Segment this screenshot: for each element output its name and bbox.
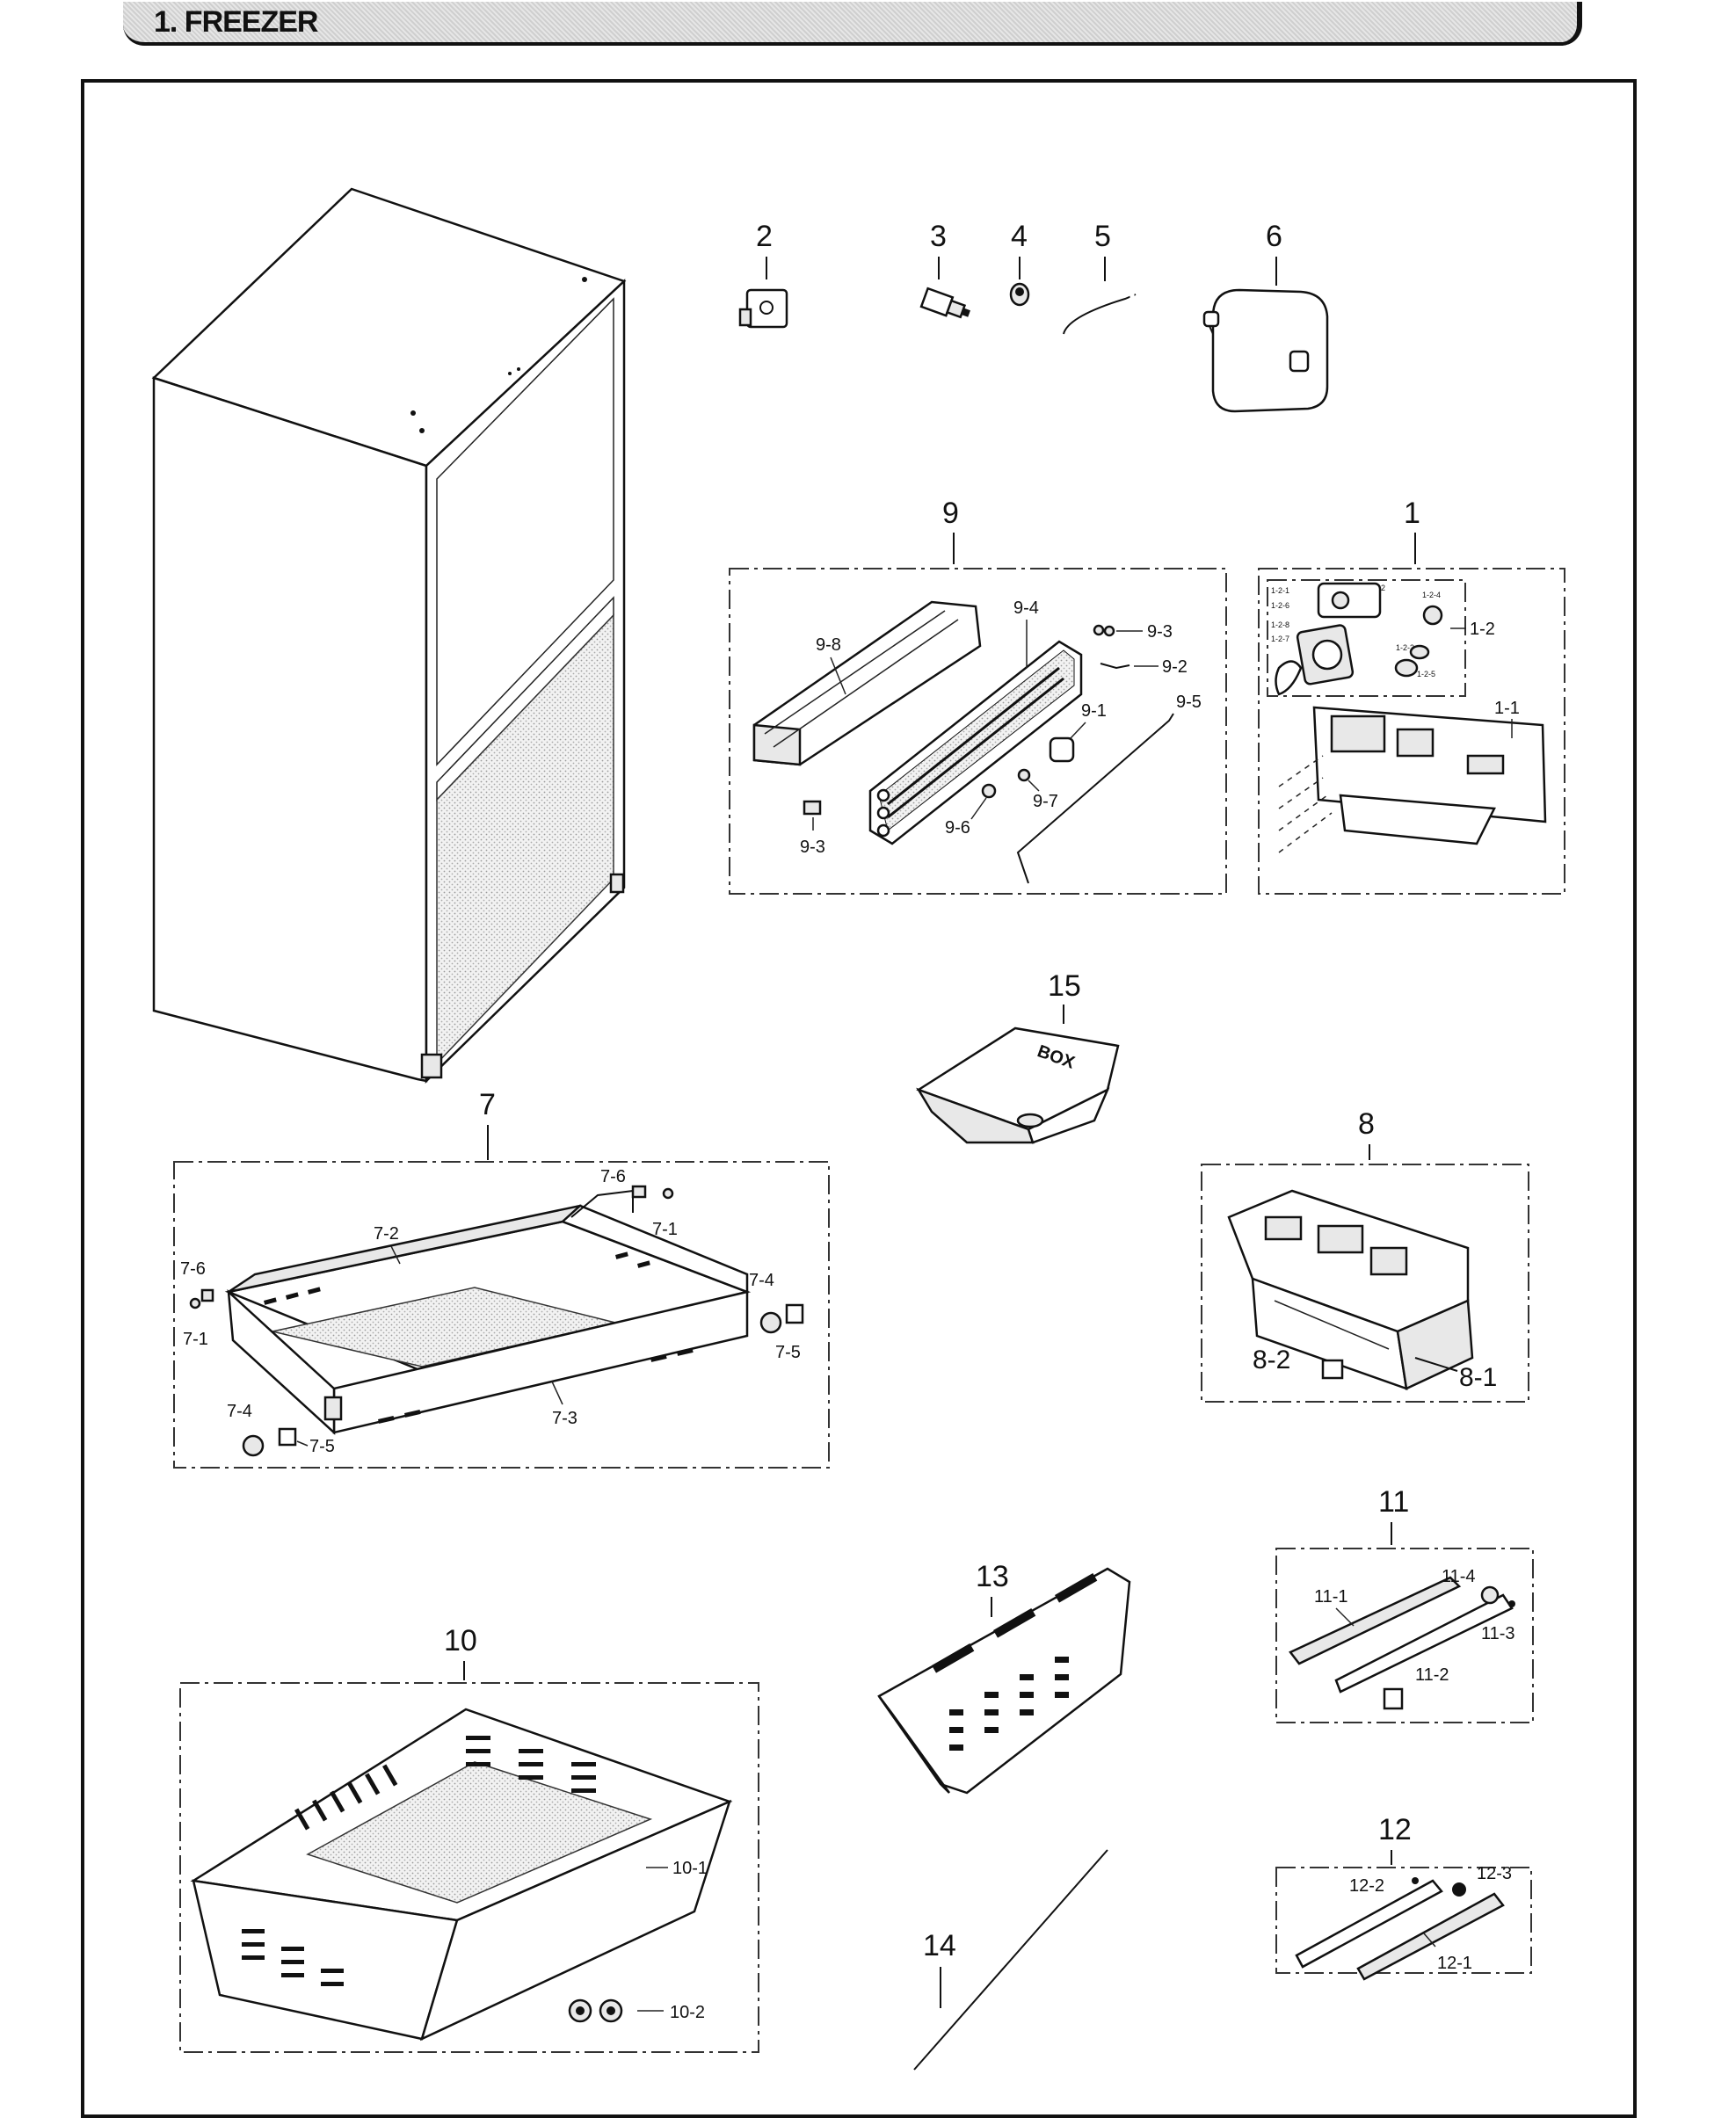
callout-7-5-right: 7-5 bbox=[775, 1343, 801, 1362]
callout-11-3: 11-3 bbox=[1481, 1624, 1515, 1643]
callout-1-2-5: 1-2-5 bbox=[1417, 670, 1435, 678]
callout-7-6-left: 7-6 bbox=[180, 1259, 206, 1279]
part-11-rail-group: 11 11-1 11-4 11-3 11-2 bbox=[1275, 1485, 1534, 1723]
callout-7-5-bottom: 7-5 bbox=[309, 1437, 335, 1456]
callout-15: 15 bbox=[1048, 969, 1081, 1003]
callout-9-7: 9-7 bbox=[1033, 792, 1058, 811]
callout-9-8: 9-8 bbox=[816, 635, 841, 655]
part-5-tube: 5 bbox=[1063, 220, 1137, 413]
callout-12-2: 12-2 bbox=[1349, 1876, 1384, 1896]
callout-8-1: 8-1 bbox=[1459, 1363, 1497, 1392]
callout-7-2: 7-2 bbox=[374, 1224, 399, 1244]
page-title: 1. FREEZER bbox=[154, 5, 318, 39]
callout-13: 13 bbox=[976, 1560, 1009, 1593]
part-10-lower-basket-group: 10 10-1 10-2 bbox=[179, 1624, 759, 2053]
part-6-cover: 6 bbox=[1202, 220, 1329, 413]
callout-11-2: 11-2 bbox=[1415, 1665, 1449, 1685]
callout-9-3-top: 9-3 bbox=[1147, 622, 1173, 642]
part-1-fan-assembly-group: 1 1-2-1 1-2-6 1-2-8 1-2-7 1-2-2 1-2-4 1-… bbox=[1258, 497, 1565, 895]
callout-7-1-top: 7-1 bbox=[652, 1220, 678, 1239]
callout-1: 1 bbox=[1404, 497, 1420, 530]
callout-4: 4 bbox=[1011, 220, 1028, 253]
callout-14: 14 bbox=[923, 1929, 956, 1962]
part-2-bracket: 2 bbox=[738, 220, 788, 329]
part-15-ice-tray: 15 BOX bbox=[916, 969, 1120, 1144]
callout-1-1: 1-1 bbox=[1494, 699, 1520, 718]
callout-7-6-top: 7-6 bbox=[600, 1167, 626, 1186]
callout-9-6: 9-6 bbox=[945, 818, 970, 838]
part-13-basket: 13 bbox=[877, 1560, 1131, 1795]
part-8-ice-maker-group: 8 8-2 8-1 bbox=[1201, 1107, 1529, 1403]
callout-10-1: 10-1 bbox=[672, 1859, 708, 1878]
callout-11: 11 bbox=[1378, 1485, 1409, 1519]
callout-12-1: 12-1 bbox=[1437, 1954, 1472, 1973]
callout-1-2-8: 1-2-8 bbox=[1271, 620, 1289, 629]
part-7-upper-drawer-group: 7 7-2 7-3 7-6 7-1 7-6 7-1 bbox=[173, 1088, 830, 1469]
callout-12: 12 bbox=[1378, 1813, 1412, 1846]
callout-11-4: 11-4 bbox=[1442, 1567, 1476, 1586]
callout-7-4-bottom: 7-4 bbox=[227, 1402, 252, 1421]
callout-1-2-3: 1-2-3 bbox=[1396, 643, 1414, 652]
callout-9-3-bottom: 9-3 bbox=[800, 838, 825, 857]
callout-11-1: 11-1 bbox=[1314, 1587, 1348, 1607]
callout-9-4: 9-4 bbox=[1013, 598, 1039, 618]
callout-2: 2 bbox=[756, 220, 773, 253]
callout-9-1: 9-1 bbox=[1081, 701, 1107, 721]
callout-10: 10 bbox=[444, 1624, 477, 1657]
part-3-valve: 3 bbox=[919, 220, 970, 319]
part-12-slide-group: 12 12-2 12-3 12-1 bbox=[1275, 1813, 1532, 1981]
refrigerator-cabinet bbox=[151, 187, 627, 1084]
callout-7-4-right: 7-4 bbox=[749, 1271, 774, 1290]
header-bar bbox=[123, 2, 1582, 46]
callout-5: 5 bbox=[1094, 220, 1111, 253]
part-9-evaporator-group: 9 9-8 9-4 9-3 9-2 9-5 9-1 bbox=[729, 497, 1227, 895]
callout-1-2-6: 1-2-6 bbox=[1271, 601, 1289, 610]
callout-9-2: 9-2 bbox=[1162, 657, 1188, 677]
callout-6: 6 bbox=[1266, 220, 1282, 253]
callout-7-1-left: 7-1 bbox=[183, 1330, 208, 1349]
callout-9: 9 bbox=[942, 497, 959, 530]
callout-1-2-1: 1-2-1 bbox=[1271, 586, 1289, 595]
callout-8-2: 8-2 bbox=[1253, 1346, 1290, 1375]
callout-12-3: 12-3 bbox=[1477, 1864, 1512, 1883]
callout-1-2: 1-2 bbox=[1470, 620, 1495, 639]
callout-1-2-4: 1-2-4 bbox=[1422, 591, 1441, 599]
callout-1-2-7: 1-2-7 bbox=[1271, 635, 1289, 643]
callout-7-3: 7-3 bbox=[552, 1409, 577, 1428]
callout-10-2: 10-2 bbox=[670, 2003, 705, 2022]
callout-9-5: 9-5 bbox=[1176, 693, 1202, 712]
callout-3: 3 bbox=[930, 220, 947, 253]
callout-8: 8 bbox=[1358, 1107, 1375, 1141]
callout-7: 7 bbox=[479, 1088, 496, 1121]
part-14-rod: 14 bbox=[913, 1849, 1108, 2071]
part-4-cap: 4 bbox=[1009, 220, 1030, 307]
